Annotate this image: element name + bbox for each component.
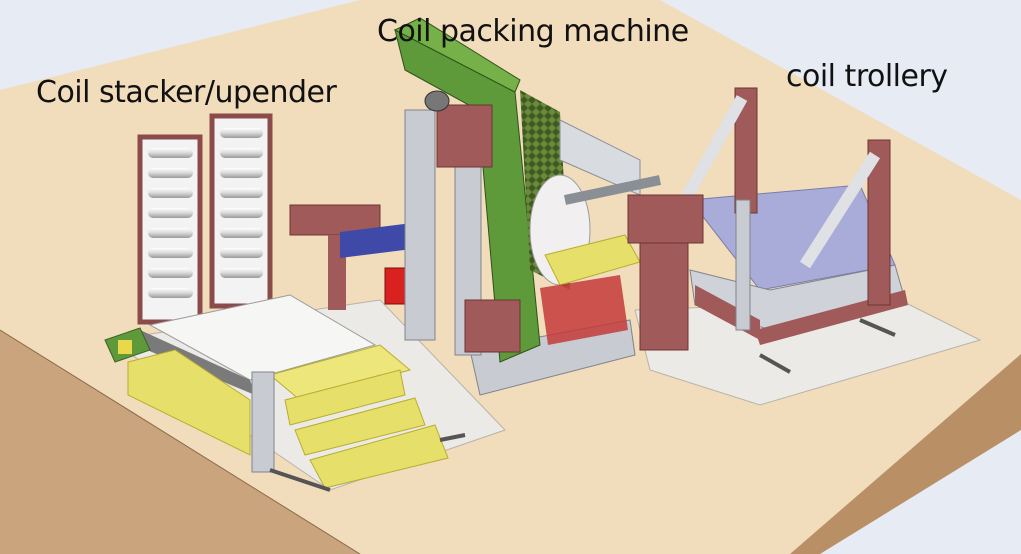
coil-packing-machine <box>289 17 662 396</box>
label-coil-trolley: coil trollery <box>786 59 948 94</box>
trolley-floor-rail <box>759 353 791 374</box>
step-pads <box>284 369 449 489</box>
red-roller-bed <box>540 275 628 345</box>
stacker-post <box>251 371 275 473</box>
stacker-platform <box>148 294 377 381</box>
label-coil-packing-machine: Coil packing machine <box>377 14 689 49</box>
stacker-rollers <box>148 128 263 298</box>
green-frame-top <box>393 17 521 93</box>
yellow-box <box>118 340 132 354</box>
floor-side-face <box>360 354 1021 554</box>
label-coil-stacker-upender: Coil stacker/upender <box>36 75 337 110</box>
trolley-right-post <box>867 139 891 306</box>
lower-yellow-pad <box>127 349 251 456</box>
trolley-brace-right <box>799 151 881 269</box>
trolley-brace-left <box>679 95 748 203</box>
trolley-red-head <box>627 194 704 244</box>
blue-beam <box>340 222 420 258</box>
coil-trolley <box>627 87 908 374</box>
upper-yellow-pad <box>268 344 412 401</box>
stacker-base-frame <box>135 330 255 395</box>
upper-drive-wheel <box>424 90 450 112</box>
trolley-front-post <box>735 199 751 331</box>
steel-beam <box>563 175 662 205</box>
red-head-top <box>436 104 493 168</box>
coil-stacker-upender <box>104 113 466 492</box>
red-head-bottom <box>464 299 521 353</box>
floor-rail <box>269 468 331 492</box>
grey-column-left <box>404 109 436 341</box>
